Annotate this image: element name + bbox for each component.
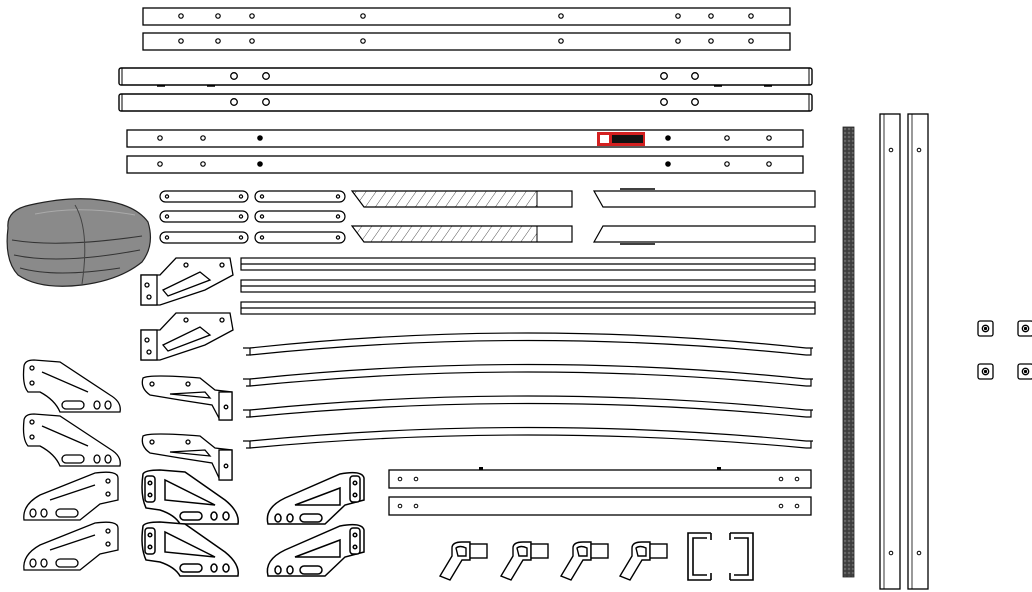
round-bar [118, 93, 813, 112]
channel-clip [729, 532, 754, 581]
flanged-bracket [141, 375, 233, 421]
short-link [254, 210, 346, 223]
side-plate [141, 469, 239, 525]
square-nut [1017, 320, 1032, 337]
flat-slat [240, 301, 816, 315]
elbow-fitting [559, 541, 609, 581]
thin-rail [142, 32, 791, 51]
short-link [159, 231, 249, 244]
large-bracket [266, 471, 365, 525]
large-bracket [266, 523, 365, 577]
small-bracket [22, 359, 121, 413]
flanged-bracket [140, 257, 234, 306]
small-bracket [23, 521, 119, 571]
short-link [159, 190, 249, 203]
short-link [254, 231, 346, 244]
channel-clip [687, 532, 712, 581]
bow [243, 395, 813, 418]
folded-cover [6, 198, 152, 287]
tabbed-rail [388, 467, 812, 489]
holed-bar [126, 129, 804, 148]
side-plate [141, 521, 239, 577]
flat-slat [240, 257, 816, 271]
tabbed-rail [388, 496, 812, 516]
flanged-bracket [140, 312, 234, 361]
elbow-fitting [499, 541, 549, 581]
flanged-bracket [141, 433, 233, 481]
elbow-fitting [618, 541, 668, 581]
elbow-fitting [438, 541, 488, 581]
round-bar [118, 67, 813, 87]
tall-post [907, 113, 929, 590]
bow [243, 332, 813, 356]
small-bracket [23, 471, 119, 521]
tapered-bar [592, 188, 816, 208]
square-nut [1017, 363, 1032, 380]
square-nut [977, 363, 994, 380]
bow [243, 363, 813, 387]
holed-bar [126, 155, 804, 174]
thin-rail [142, 7, 791, 26]
gasket-strip [842, 126, 855, 578]
tall-post [879, 113, 901, 590]
short-link [254, 190, 346, 203]
bow [243, 426, 813, 449]
tapered-bar [592, 225, 816, 245]
short-link [159, 210, 249, 223]
flat-slat [240, 279, 816, 293]
square-nut [977, 320, 994, 337]
small-bracket [22, 413, 121, 467]
hatched-strut [350, 190, 573, 208]
hatched-strut [350, 225, 573, 243]
